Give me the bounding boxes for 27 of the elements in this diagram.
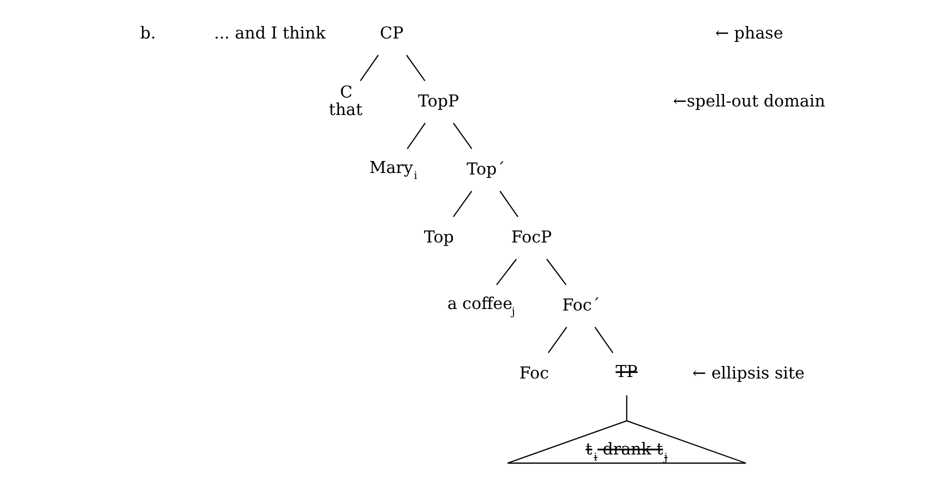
connector	[594, 326, 613, 354]
label: ← phase	[714, 23, 783, 42]
label: ←spell-out domain	[672, 91, 825, 110]
connector	[547, 326, 567, 354]
node-text: Mary$_{i}$	[368, 158, 417, 182]
node-text: Foc´	[562, 295, 600, 314]
node-text: TopP	[418, 91, 459, 110]
node-text: Top´	[466, 159, 504, 178]
node-text: Foc	[518, 363, 548, 382]
node-text: C that	[328, 82, 362, 120]
node-text: CP	[379, 23, 404, 42]
label: ← ellipsis site	[692, 363, 804, 382]
node-text: Top	[423, 227, 454, 246]
node-text: a coffee$_{j}$	[446, 294, 515, 318]
connector	[452, 190, 472, 218]
connector	[406, 122, 426, 150]
node-text: TP	[615, 362, 638, 382]
connector	[626, 395, 627, 420]
connector	[359, 54, 378, 82]
connector	[546, 258, 566, 286]
connector	[496, 258, 516, 286]
label: ... and I think	[214, 23, 326, 42]
label: b.	[140, 23, 156, 42]
connector	[452, 122, 472, 150]
connector	[406, 54, 425, 82]
node-text: FocP	[510, 227, 552, 246]
connector	[499, 190, 518, 218]
